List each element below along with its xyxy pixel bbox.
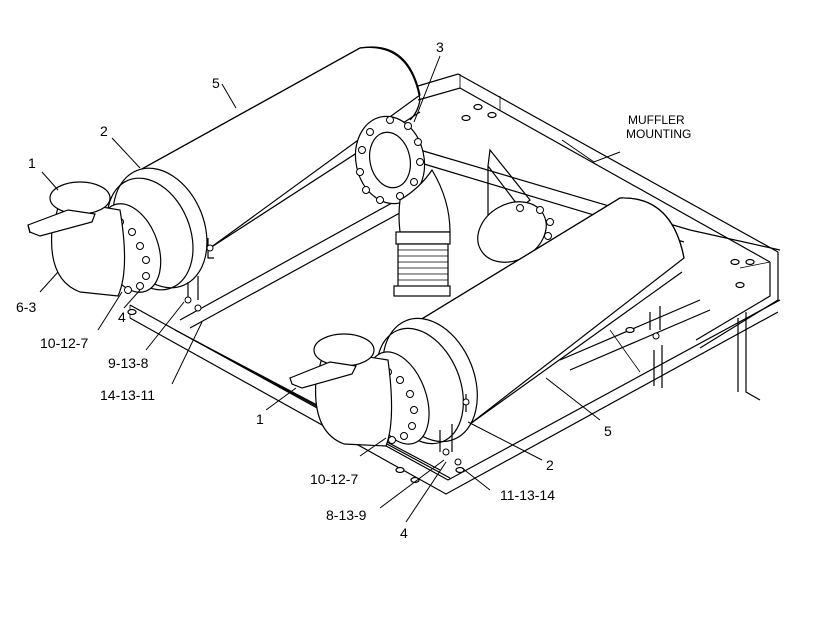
callout-11-13-14: 11-13-14 bbox=[500, 487, 555, 503]
callout-10-12-7-top: 10-12-7 bbox=[40, 335, 88, 351]
callout-3: 3 bbox=[436, 39, 444, 55]
callout-labels: MUFFLER MOUNTING 1 2 5 3 6-3 10-12-7 4 9… bbox=[16, 39, 691, 541]
callout-9-13-8: 9-13-8 bbox=[108, 355, 149, 371]
rear-flange bbox=[477, 201, 554, 263]
callout-10-12-7-bottom: 10-12-7 bbox=[310, 471, 358, 487]
callout-1-bottom: 1 bbox=[256, 411, 264, 427]
callout-5-bottom: 5 bbox=[604, 423, 612, 439]
title-line-1: MUFFLER bbox=[628, 113, 685, 127]
callout-4-top: 4 bbox=[118, 309, 126, 325]
callout-8-13-9: 8-13-9 bbox=[326, 507, 367, 523]
callout-14-13-11: 14-13-11 bbox=[100, 387, 155, 403]
callout-2-top: 2 bbox=[100, 123, 108, 139]
muffler-top bbox=[27, 46, 421, 312]
callout-2-bottom: 2 bbox=[546, 457, 554, 473]
leader-lines bbox=[39, 55, 621, 523]
title-line-2: MOUNTING bbox=[626, 127, 691, 141]
outlet-elbow bbox=[354, 115, 451, 297]
callout-5-top: 5 bbox=[212, 75, 220, 91]
callout-1-top: 1 bbox=[28, 155, 36, 171]
muffler-bottom bbox=[289, 197, 685, 466]
callout-6-3: 6-3 bbox=[16, 299, 36, 315]
callout-4-bottom: 4 bbox=[400, 525, 408, 541]
